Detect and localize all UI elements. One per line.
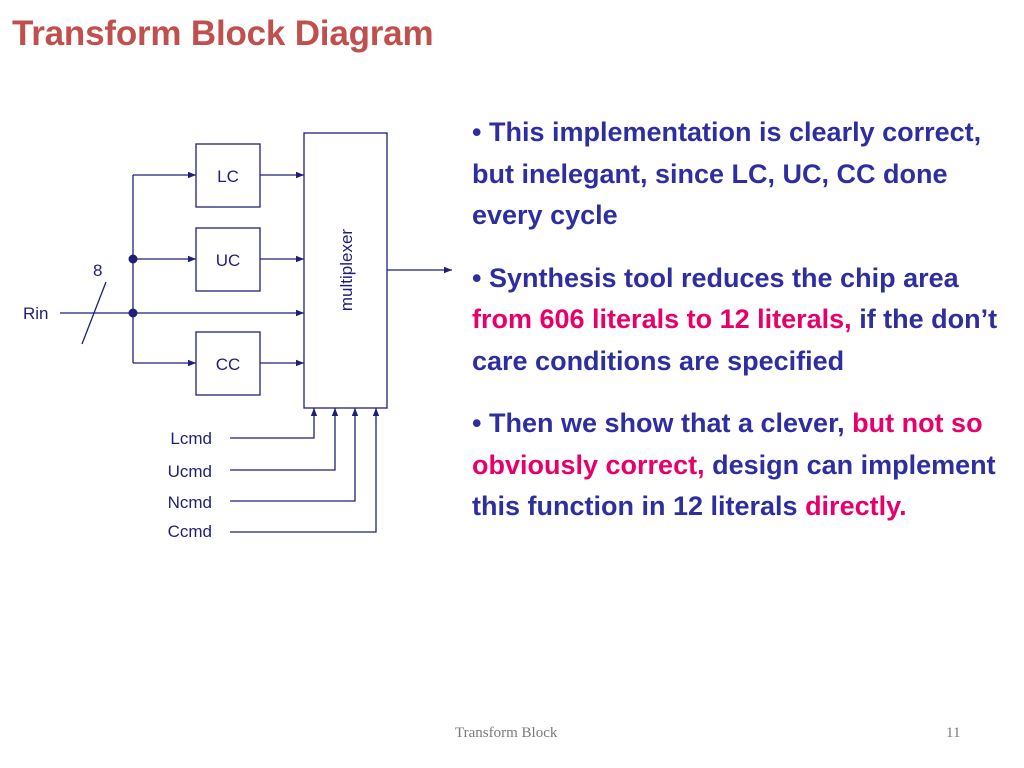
junction-dot-lower bbox=[128, 308, 138, 318]
bullet-marker: • bbox=[472, 408, 489, 438]
bus-width-slash bbox=[81, 281, 107, 345]
bus-width-label: 8 bbox=[93, 261, 102, 280]
transform-block-diagram: Rin 8 LC UC CC multiplexer Lcmd Ucmd Ncm… bbox=[23, 132, 452, 541]
ucmd-label: Ucmd bbox=[168, 462, 212, 481]
ncmd-label: Ncmd bbox=[168, 493, 212, 512]
ccmd-label: Ccmd bbox=[168, 522, 212, 541]
bullet-2-text-b: if the don’t care conditions are specifi… bbox=[472, 304, 998, 376]
bullet-3-highlight-b: directly. bbox=[805, 491, 907, 521]
lcmd-label: Lcmd bbox=[170, 429, 212, 448]
cc-label: CC bbox=[216, 355, 241, 374]
ncmd-line bbox=[230, 408, 359, 502]
lcmd-line bbox=[230, 408, 318, 439]
rin-label: Rin bbox=[23, 304, 49, 323]
page-number: 11 bbox=[946, 725, 961, 741]
bullet-list: • This implementation is clearly correct… bbox=[472, 112, 1012, 549]
junction-dot-upper bbox=[128, 254, 138, 264]
bullet-1: • This implementation is clearly correct… bbox=[472, 112, 1012, 237]
bullet-marker: • bbox=[472, 117, 489, 147]
ccmd-line bbox=[230, 408, 380, 533]
footer-title: Transform Block bbox=[455, 725, 558, 741]
bullet-2-highlight: from 606 literals to 12 literals, bbox=[472, 304, 852, 334]
bullet-3: • Then we show that a clever, but not so… bbox=[472, 403, 1012, 528]
slide-title: Transform Block Diagram bbox=[12, 14, 434, 53]
bullet-1-text: This implementation is clearly correct, … bbox=[472, 117, 982, 230]
bullet-marker: • bbox=[472, 262, 489, 293]
bullet-3-text-a: Then we show that a clever, bbox=[488, 408, 853, 438]
bullet-3-text-b: design can implement this function in 12… bbox=[472, 449, 996, 522]
bullet-2: • Synthesis tool reduces the chip area f… bbox=[472, 258, 1012, 383]
lc-label: LC bbox=[217, 167, 239, 186]
bullet-3-highlight-a: but not so obviously correct, bbox=[472, 408, 983, 480]
bullet-2-text-a: Synthesis tool reduces the chip area bbox=[488, 262, 959, 293]
uc-label: UC bbox=[216, 251, 241, 270]
multiplexer-label: multiplexer bbox=[337, 229, 356, 312]
ucmd-line bbox=[230, 408, 339, 471]
